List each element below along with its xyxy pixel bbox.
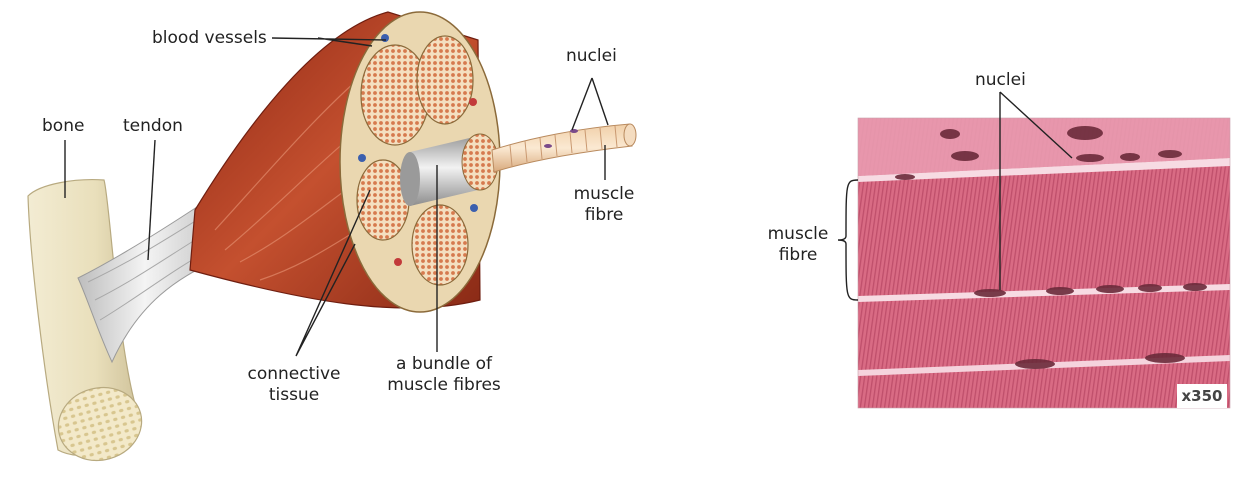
label-tendon: tendon <box>123 116 183 136</box>
muscle-bundle-cylinder <box>400 133 499 206</box>
label-connective-tissue: connective tissue <box>236 364 352 406</box>
bone-shape <box>27 179 143 462</box>
label-nuclei-diagram: nuclei <box>566 46 617 66</box>
label-micrograph-fibre-line1: muscle <box>767 224 829 244</box>
label-bundle-line2: muscle fibres <box>387 375 501 395</box>
label-nuclei-micrograph: nuclei <box>975 70 1026 90</box>
label-bundle-of-muscle-fibres: a bundle of muscle fibres <box>380 354 508 396</box>
label-muscle-fibre-micrograph: muscle fibre <box>760 224 836 266</box>
label-blood-vessels: blood vessels <box>152 28 267 48</box>
tendon-shape <box>77 204 213 364</box>
label-connective-line2: tissue <box>268 385 320 405</box>
micrograph-leader-lines <box>837 91 1073 301</box>
label-muscle-fibre-line2: fibre <box>584 205 624 225</box>
label-muscle-fibre-diagram: muscle fibre <box>562 184 646 226</box>
single-muscle-fibre <box>491 123 637 173</box>
label-connective-line1: connective <box>247 364 341 384</box>
label-muscle-fibre-line1: muscle <box>573 184 635 204</box>
label-micrograph-fibre-line2: fibre <box>778 245 818 265</box>
label-bone: bone <box>42 116 85 136</box>
label-bundle-line1: a bundle of <box>396 354 492 374</box>
diagram-leader-lines <box>64 37 609 357</box>
magnification-badge: x350 <box>1177 384 1227 408</box>
muscle-micrograph <box>857 117 1231 409</box>
